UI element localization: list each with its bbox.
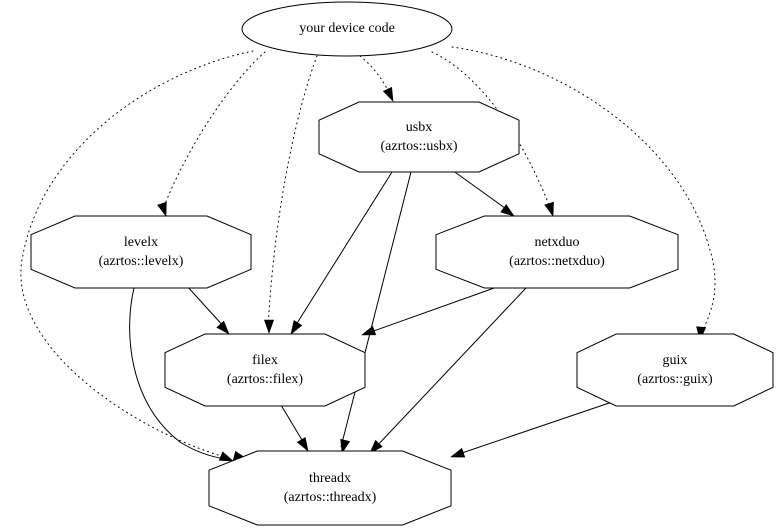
arrowhead-icon: [157, 201, 167, 217]
node-levelx[interactable]: levelx(azrtos::levelx): [30, 215, 252, 289]
arrowhead-icon: [361, 325, 377, 336]
arrowhead-to-filex: [216, 320, 230, 335]
node-shape-octagon: [30, 215, 252, 289]
node-shape-octagon: [576, 333, 774, 407]
edge-levelx-to-filex: [185, 284, 227, 330]
arrowhead-icon: [500, 204, 515, 217]
arrowhead-icon: [263, 319, 275, 334]
node-label-primary: your device code: [299, 21, 395, 36]
node-device[interactable]: your device code: [241, 1, 453, 57]
arrowhead-icon: [369, 439, 383, 454]
nodes-layer: your device codeusbx(azrtos::usbx)levelx…: [30, 1, 774, 526]
arrowhead-to-threadx: [369, 439, 383, 454]
edge-usbx-to-threadx: [340, 171, 412, 448]
node-label-primary: filex: [252, 353, 278, 368]
node-shape-octagon: [435, 215, 679, 289]
node-threadx[interactable]: threadx(azrtos::threadx): [208, 450, 452, 526]
node-guix[interactable]: guix(azrtos::guix): [576, 333, 774, 407]
arrowhead-to-netxduo: [544, 201, 554, 217]
arrowhead-to-threadx: [296, 437, 309, 452]
arrowhead-to-threadx: [340, 438, 351, 454]
node-netxduo[interactable]: netxduo(azrtos::netxduo): [435, 215, 679, 289]
arrowhead-to-threadx: [450, 447, 466, 458]
node-label-secondary: (azrtos::filex): [227, 372, 304, 387]
node-label-primary: netxduo: [534, 235, 579, 250]
edge-filex-to-threadx: [280, 404, 306, 446]
edge-device-to-guix: [451, 46, 716, 335]
edge-device-to-threadx: [20, 50, 254, 459]
node-label-primary: usbx: [406, 120, 432, 135]
arrowhead-to-filex: [361, 325, 377, 336]
node-shape-octagon: [164, 333, 366, 407]
node-label-secondary: (azrtos::netxduo): [509, 254, 605, 269]
arrowhead-to-usbx: [382, 86, 394, 102]
edge-netxduo-to-threadx: [374, 287, 527, 449]
node-label-secondary: (azrtos::usbx): [381, 139, 458, 154]
node-label-primary: guix: [663, 353, 688, 368]
node-shape-octagon: [318, 101, 520, 173]
node-label-secondary: (azrtos::levelx): [99, 254, 184, 269]
arrowhead-to-levelx: [157, 201, 167, 217]
arrowheads-layer: [157, 86, 707, 462]
edge-netxduo-to-filex: [367, 286, 498, 334]
edge-levelx-to-threadx: [129, 287, 227, 460]
node-filex[interactable]: filex(azrtos::filex): [164, 333, 366, 407]
arrowhead-icon: [218, 451, 234, 462]
node-label-primary: levelx: [124, 235, 158, 250]
edge-device-to-filex: [267, 55, 318, 329]
arrowhead-to-threadx: [218, 451, 234, 462]
arrowhead-icon: [340, 438, 351, 454]
node-label-secondary: (azrtos::threadx): [284, 490, 377, 505]
arrowhead-icon: [296, 437, 309, 452]
node-usbx[interactable]: usbx(azrtos::usbx): [318, 101, 520, 173]
arrowhead-to-filex: [290, 320, 303, 335]
arrowhead-icon: [382, 86, 394, 102]
edges-layer: [20, 46, 716, 460]
node-label-secondary: (azrtos::guix): [637, 372, 713, 387]
arrowhead-to-netxduo: [500, 204, 515, 217]
edge-device-to-usbx: [359, 55, 392, 97]
edge-device-to-levelx: [162, 51, 266, 210]
arrowhead-icon: [450, 447, 466, 458]
arrowhead-icon: [216, 320, 230, 335]
edge-guix-to-threadx: [455, 400, 616, 456]
arrowhead-icon: [544, 201, 554, 217]
edge-usbx-to-netxduo: [451, 169, 510, 212]
node-shape-ellipse: [241, 1, 453, 57]
node-shape-octagon: [208, 450, 452, 526]
node-label-primary: threadx: [309, 471, 351, 486]
arrowhead-icon: [290, 320, 303, 335]
arrowhead-to-filex: [263, 319, 275, 334]
edge-usbx-to-filex: [293, 171, 393, 329]
